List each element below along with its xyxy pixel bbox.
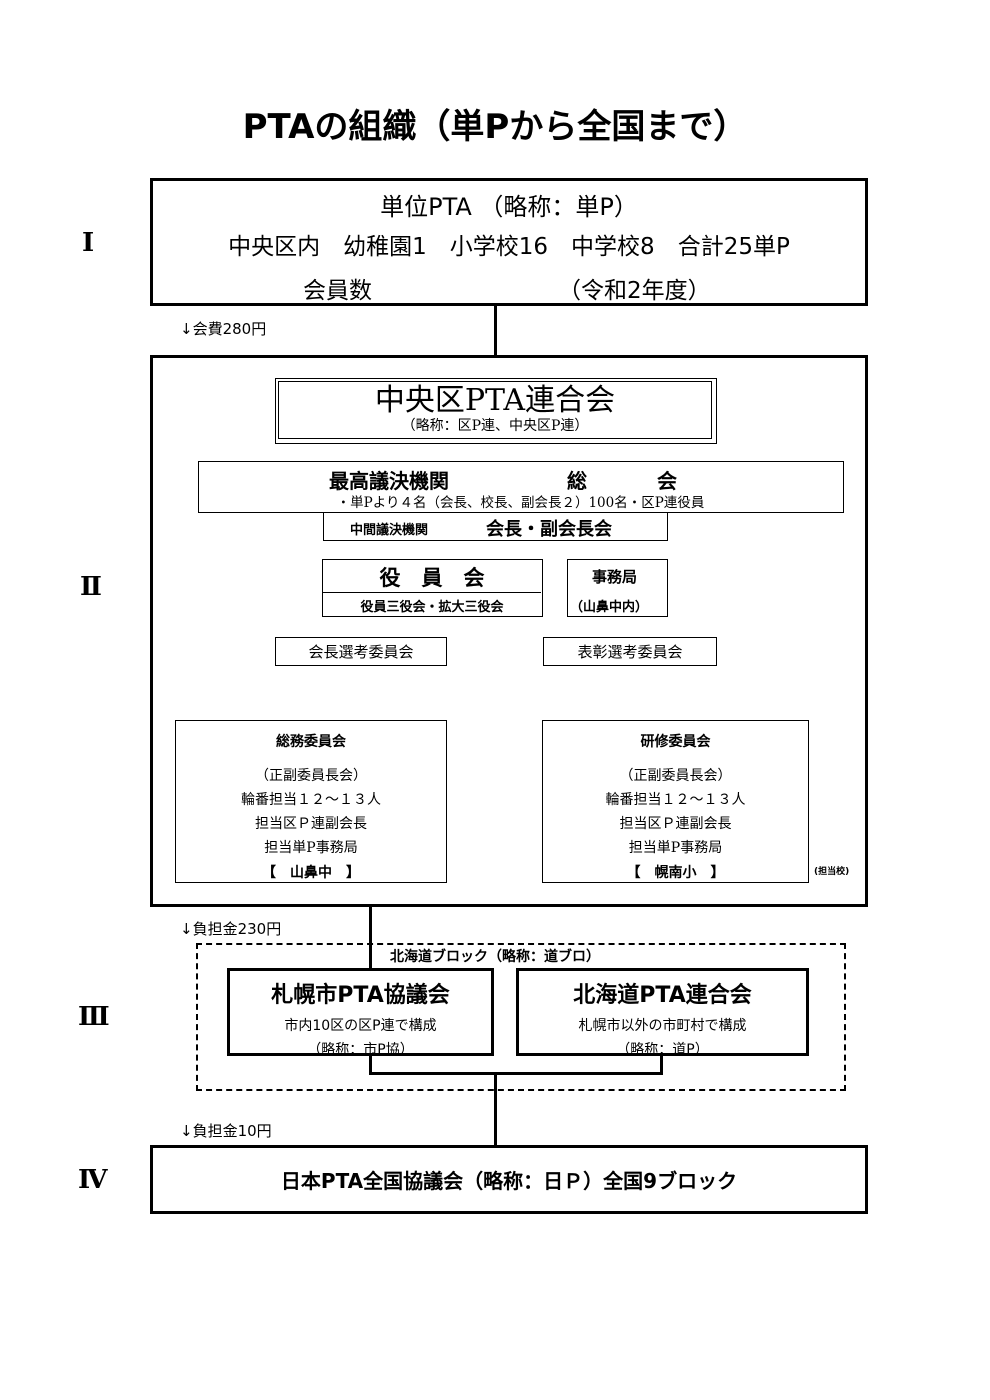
chukan-label: 中間議決機関 [350, 523, 429, 538]
unit-pta-schools: 中央区内 幼稚園1 小学校16 中学校8 合計25単P [228, 234, 790, 260]
level-4-label: Ⅳ [78, 1165, 108, 1195]
yakuin-title: 役 員 会 [379, 566, 485, 590]
sapporo-pta-box: 札幌市PTA協議会 市内10区の区P連で構成 （略称：市P協） [227, 968, 494, 1058]
soumu-committee-box: 総務委員会 （正副委員長会） 輪番担当１２～１３人 担当区Ｐ連副会長 担当単P事… [175, 720, 447, 883]
level-2-label: Ⅱ [80, 572, 102, 602]
nippon-pta-box: 日本PTA全国協議会（略称：日Ｐ）全国9ブロック [150, 1145, 868, 1214]
connector-l1-l2 [494, 305, 497, 357]
soukai-name: 総 会 [567, 469, 687, 493]
soumu-line4: 担当単P事務局 [264, 840, 358, 856]
soukai-label: 最高議決機関 [329, 469, 449, 493]
connector-sapporo-down [369, 1055, 372, 1074]
soumu-title: 総務委員会 [276, 734, 346, 750]
soukai-detail: ・単Pより４名（会長、校長、副会長２）100名・区P連役員 [336, 495, 705, 511]
hyoushou-senkou-box: 表彰選考委員会 [543, 637, 717, 666]
unit-pta-members: 会員数 [303, 278, 372, 304]
level-1-label: Ⅰ [82, 228, 95, 258]
fee-230: ↓負担金230円 [180, 920, 282, 938]
chukan-box: 中間議決機関 会長・副会長会 [323, 512, 668, 541]
rengoukai-inner: 中央区PTA連合会 （略称：区P連、中央区P連） [278, 381, 712, 439]
jimukyoku-title: 事務局 [592, 568, 638, 586]
tantou-note: (担当校) [814, 867, 850, 877]
sapporo-line2: （略称：市P協） [307, 1042, 414, 1058]
jimukyoku-location: （山鼻中内） [570, 600, 649, 615]
rengoukai-box: 中央区PTA連合会 （略称：区P連、中央区P連） [275, 378, 717, 444]
yakuin-divider [323, 592, 541, 593]
jimukyoku-box: 事務局 （山鼻中内） [567, 559, 668, 617]
hokkaido-block-label: 北海道ブロック（略称：道ブロ） [390, 949, 600, 965]
kenshu-title: 研修委員会 [640, 734, 711, 750]
hokkaido-pta-box: 北海道PTA連合会 札幌市以外の市町村で構成 （略称：道P） [516, 968, 809, 1058]
connector-l3-join [369, 1072, 663, 1075]
kaichou-senkou-box: 会長選考委員会 [275, 637, 447, 666]
kenshu-committee-box: 研修委員会 （正副委員長会） 輪番担当１２～１３人 担当区Ｐ連副会長 担当単P事… [542, 720, 809, 883]
fee-280: ↓会費280円 [180, 320, 267, 338]
connector-hokkaido-down [660, 1055, 663, 1074]
soumu-line1: （正副委員長会） [255, 768, 367, 784]
kenshu-line2: 輪番担当１２～１３人 [605, 792, 746, 808]
hokkaido-line2: （略称：道P） [616, 1042, 709, 1058]
yakuin-sub: 役員三役会・拡大三役会 [360, 599, 504, 615]
hokkaido-line1: 札幌市以外の市町村で構成 [578, 1018, 747, 1034]
connector-l2-l3 [369, 905, 372, 972]
rengoukai-abbrev: （略称：区P連、中央区P連） [401, 418, 589, 434]
sapporo-line1: 市内10区の区P連で構成 [284, 1018, 437, 1034]
soukai-box: 最高議決機関 総 会 ・単Pより４名（会長、校長、副会長２）100名・区P連役員 [198, 461, 844, 513]
unit-pta-box: 単位PTA （略称：単P） 中央区内 幼稚園1 小学校16 中学校8 合計25単… [150, 178, 868, 306]
yakuin-box: 役 員 会 役員三役会・拡大三役会 [322, 559, 543, 617]
unit-pta-title: 単位PTA （略称：単P） [380, 192, 638, 221]
soumu-line3: 担当区Ｐ連副会長 [255, 816, 367, 832]
soumu-school: 【 山鼻中 】 [262, 865, 360, 881]
kenshu-line3: 担当区Ｐ連副会長 [619, 816, 732, 832]
page-title: PTAの組織（単Pから全国まで） [242, 106, 748, 147]
fee-10: ↓負担金10円 [180, 1122, 272, 1140]
kenshu-school: 【 幌南小 】 [626, 865, 725, 881]
kenshu-line4: 担当単P事務局 [628, 840, 723, 856]
kenshu-line1: （正副委員長会） [619, 768, 732, 784]
connector-l3-l4 [494, 1072, 497, 1146]
rengoukai-title: 中央区PTA連合会 [374, 383, 616, 418]
unit-pta-year: （令和2年度） [558, 278, 711, 304]
sapporo-title: 札幌市PTA協議会 [271, 983, 450, 1008]
hokkaido-title: 北海道PTA連合会 [573, 983, 752, 1008]
chukan-name: 会長・副会長会 [486, 519, 612, 540]
soumu-line2: 輪番担当１２～１３人 [241, 792, 381, 808]
level-3-label: Ⅲ [78, 1002, 110, 1032]
hokkaido-block-box [196, 943, 846, 1091]
